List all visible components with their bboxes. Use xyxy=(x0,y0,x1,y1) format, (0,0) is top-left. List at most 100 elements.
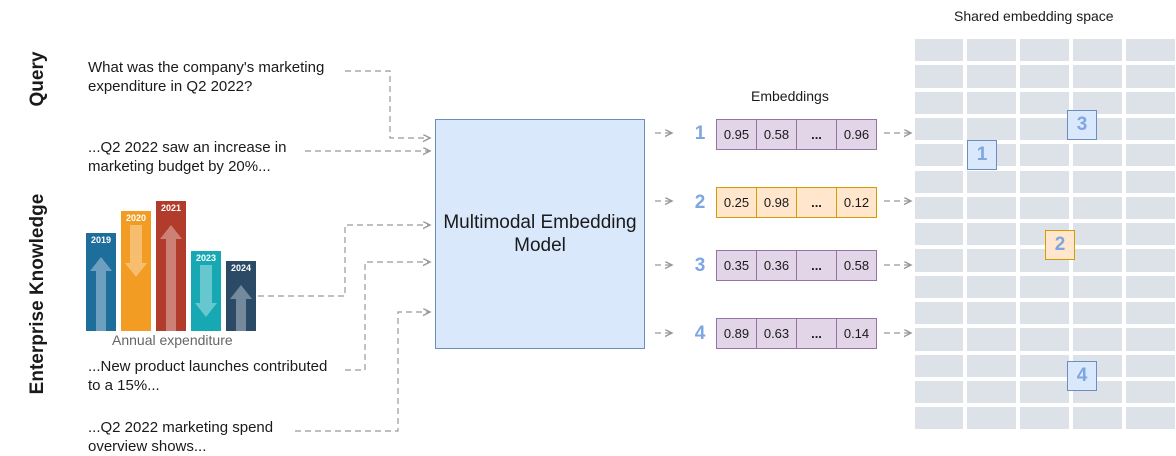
grid-cell xyxy=(915,328,963,351)
embedding-index-2: 2 xyxy=(694,192,706,213)
vector-cell: 0.35 xyxy=(716,250,757,281)
vector-cell: 0.58 xyxy=(756,119,797,150)
grid-cell xyxy=(915,407,963,430)
year-label: 2020 xyxy=(126,213,146,223)
knowledge-text-launches: ...New product launches contributed to a… xyxy=(88,357,327,395)
grid-cell xyxy=(1020,117,1069,141)
knowledge-text-launches-line-1: ...New product launches contributed xyxy=(88,358,328,375)
grid-cell xyxy=(967,407,1016,430)
knowledge-text-spend-overview: ...Q2 2022 marketing spend overview show… xyxy=(88,418,273,456)
query-text-line-2: expenditure in Q2 2022? xyxy=(88,78,253,95)
expenditure-bar xyxy=(191,251,221,331)
shared-space-title: Shared embedding space xyxy=(954,8,1114,24)
vector-cell-ellipsis: ... xyxy=(796,250,837,281)
knowledge-text-launches-line-2: to a 15%... xyxy=(88,377,160,394)
grid-cell xyxy=(967,170,1016,193)
grid-cell xyxy=(967,117,1016,141)
grid-cell xyxy=(1073,407,1122,430)
grid-cell xyxy=(1020,275,1069,298)
vector-cell: 0.95 xyxy=(716,119,757,150)
grid-cell xyxy=(1073,65,1122,88)
grid-cell xyxy=(1073,196,1122,220)
arrow-up-icon xyxy=(90,257,112,331)
space-marker-1: 1 xyxy=(967,140,997,170)
knowledge-text-budget-line-1: ...Q2 2022 saw an increase in xyxy=(88,139,287,156)
grid-cell xyxy=(967,91,1016,114)
grid-cell xyxy=(1020,380,1069,404)
grid-cell xyxy=(1073,144,1122,167)
expenditure-bar xyxy=(226,261,256,331)
spend-connector xyxy=(295,312,430,432)
grid-cell xyxy=(1073,302,1122,325)
space-marker-4: 4 xyxy=(1067,361,1097,391)
annual-expenditure-caption: Annual expenditure xyxy=(112,332,233,348)
grid-cell xyxy=(1126,91,1175,114)
vector-cell-ellipsis: ... xyxy=(796,119,837,150)
model-label: Multimodal Embedding Model xyxy=(443,212,637,256)
vector-cell: 0.98 xyxy=(756,187,797,218)
grid-cell xyxy=(1073,39,1122,62)
grid-cell xyxy=(1020,302,1069,325)
knowledge-text-spend-line-1: ...Q2 2022 marketing spend xyxy=(88,419,274,436)
arrow-up-icon xyxy=(160,225,182,331)
embedding-vector-4: 0.89 0.63 ... 0.14 xyxy=(716,318,877,349)
grid-cell xyxy=(1126,407,1175,430)
expenditure-bar xyxy=(121,211,151,331)
grid-cell xyxy=(915,39,963,62)
shared-embedding-space-grid xyxy=(915,39,1176,430)
expenditure-bar xyxy=(156,201,186,331)
grid-cell xyxy=(1126,302,1175,325)
grid-cell xyxy=(1126,170,1175,193)
grid-cell xyxy=(967,275,1016,298)
grid-cell xyxy=(1020,144,1069,167)
grid-cell xyxy=(1126,249,1175,272)
knowledge-text-spend-line-2: overview shows... xyxy=(88,438,207,455)
grid-cell xyxy=(1020,170,1069,193)
vector-cell: 0.14 xyxy=(836,318,877,349)
grid-cell xyxy=(1020,91,1069,114)
vector-cell-ellipsis: ... xyxy=(796,318,837,349)
query-text-line-1: What was the company's marketing xyxy=(88,59,325,76)
grid-cell xyxy=(1020,196,1069,220)
arrow-down-icon xyxy=(195,265,217,317)
expenditure-bar xyxy=(86,233,116,331)
grid-cell xyxy=(1126,223,1175,246)
grid-cell xyxy=(967,328,1016,351)
grid-cell xyxy=(1073,275,1122,298)
embedding-index-1: 1 xyxy=(694,123,706,144)
grid-cell xyxy=(1073,170,1122,193)
grid-cell xyxy=(915,354,963,377)
vector-cell: 0.25 xyxy=(716,187,757,218)
vector-cell: 0.96 xyxy=(836,119,877,150)
grid-cell xyxy=(1020,39,1069,62)
grid-cell xyxy=(915,249,963,272)
grid-cell xyxy=(1020,328,1069,351)
vector-cell: 0.63 xyxy=(756,318,797,349)
grid-cell xyxy=(967,223,1016,246)
grid-cell xyxy=(915,196,963,220)
grid-cell xyxy=(1126,144,1175,167)
grid-cell xyxy=(1020,65,1069,88)
knowledge-text-budget-line-2: marketing budget by 20%... xyxy=(88,158,271,175)
grid-cell xyxy=(915,302,963,325)
grid-cell xyxy=(1073,91,1122,114)
grid-cell xyxy=(915,275,963,298)
space-marker-3: 3 xyxy=(1067,110,1097,140)
multimodal-embedding-model: Multimodal Embedding Model xyxy=(435,119,645,349)
query-connector xyxy=(345,70,430,138)
embedding-vector-3: 0.35 0.36 ... 0.58 xyxy=(716,250,877,281)
grid-cell xyxy=(967,196,1016,220)
grid-cell xyxy=(967,249,1016,272)
grid-cell xyxy=(1073,223,1122,246)
arrow-down-icon xyxy=(125,225,147,277)
embedding-vector-1: 0.95 0.58 ... 0.96 xyxy=(716,119,877,150)
grid-cell xyxy=(1126,65,1175,88)
year-label: 2019 xyxy=(91,235,111,245)
grid-cell xyxy=(967,354,1016,377)
vector-cell: 0.12 xyxy=(836,187,877,218)
grid-cell xyxy=(967,380,1016,404)
embeddings-header: Embeddings xyxy=(751,88,829,104)
grid-cell xyxy=(915,65,963,88)
